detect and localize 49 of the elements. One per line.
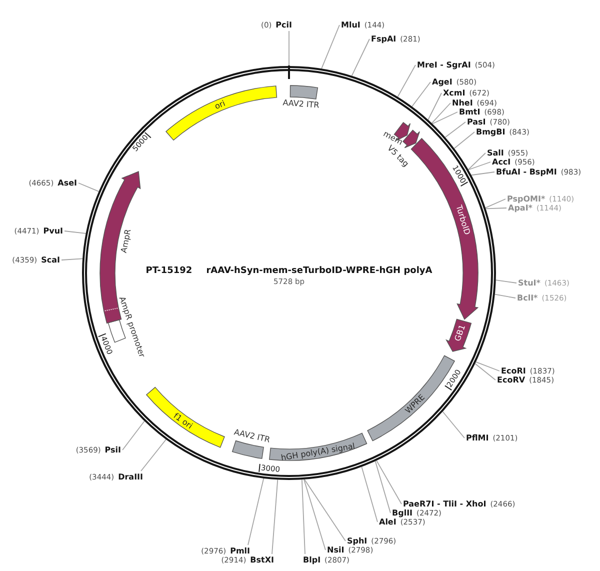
leader-line	[304, 479, 326, 550]
gene-feature	[445, 318, 473, 353]
leader-line	[122, 420, 145, 450]
feature-label: TurboID	[454, 204, 472, 236]
leader-line	[495, 280, 517, 284]
leader-line	[494, 294, 516, 298]
leader-line	[468, 152, 486, 170]
leader-line	[470, 172, 495, 176]
leader-line	[140, 439, 166, 472]
feature-bar	[164, 84, 278, 142]
leader-line	[302, 479, 306, 554]
leader-line	[444, 122, 466, 138]
leader-line	[474, 363, 496, 380]
leader-line	[321, 24, 340, 70]
feature-label: hGH poly(A) signal	[280, 442, 356, 463]
plasmid-name-label: rAAV-hSyn-mem-seTurboID-WPRE-hGH polyA	[206, 266, 432, 277]
feature-label: f1 ori	[172, 411, 195, 431]
feature-bar	[289, 84, 319, 101]
feature-label: AmpR	[119, 228, 133, 254]
feature-label: AAV2 ITR	[282, 98, 320, 110]
leader-line	[374, 460, 391, 514]
leader-line	[454, 132, 475, 149]
leader-line	[304, 478, 346, 542]
leader-line	[351, 38, 370, 76]
leader-line	[428, 92, 442, 120]
leader-line	[485, 198, 506, 208]
gene-feature	[401, 129, 421, 149]
leader-line	[431, 102, 451, 124]
leader-line	[361, 466, 378, 522]
feature-bar	[268, 432, 368, 462]
leader-line	[432, 112, 458, 124]
leader-line	[272, 479, 278, 554]
leader-line	[475, 362, 500, 372]
leader-line	[376, 460, 402, 504]
leader-line	[248, 478, 264, 546]
feature-label: ori	[213, 98, 226, 112]
feature-label: GB1	[453, 324, 468, 343]
feature-label: AAV2 ITR	[233, 427, 271, 444]
leader-line	[442, 411, 465, 438]
plasmid-id-label: PT-15192	[146, 266, 192, 277]
leader-line	[412, 82, 431, 107]
feature-bar	[145, 386, 226, 449]
leader-line	[61, 258, 83, 260]
leader-line	[397, 64, 416, 98]
leader-line	[485, 208, 507, 210]
leader-line	[64, 230, 86, 234]
leader-line	[288, 30, 290, 66]
leader-line	[78, 182, 100, 192]
leader-line	[468, 162, 491, 170]
